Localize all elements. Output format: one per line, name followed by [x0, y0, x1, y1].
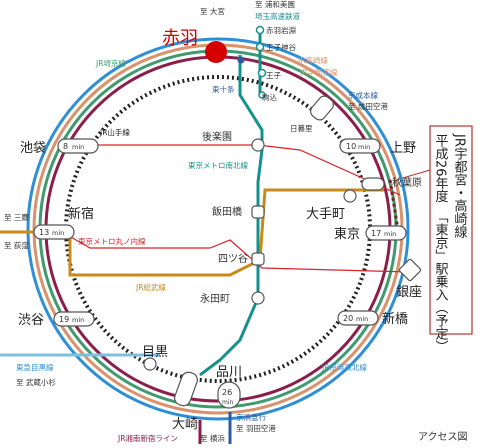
otemachi-label: 大手町 — [306, 207, 345, 222]
marunouchi-label: 東京メトロ丸ノ内線 — [78, 236, 146, 246]
shinjuku-minutes: 13 — [39, 228, 49, 237]
osaki-marker — [174, 371, 198, 407]
to-mitaka: 至 三鷹 — [4, 212, 29, 222]
ginza-marker — [398, 258, 422, 282]
shinagawa-minutes-badge — [217, 381, 241, 409]
oji-marker — [257, 68, 267, 78]
iidabashi-label: 飯田橋 — [212, 205, 242, 218]
iidabashi-marker — [251, 205, 265, 219]
shimbashi-minutes-badge — [337, 310, 379, 326]
through-service-dash — [388, 179, 400, 231]
shimbashi-label: 新橋 — [382, 311, 408, 327]
akabane-marker — [205, 41, 227, 63]
callout-frame — [429, 125, 473, 335]
map-title: アクセス図 — [418, 431, 468, 443]
ikebukuro-minutes-badge — [57, 138, 99, 154]
callout-line3: 「東京」駅乗入（予定） — [433, 210, 449, 353]
callout-line1: 平成26年度 — [433, 134, 449, 203]
oji-kamiya-marker — [255, 42, 265, 52]
shibuya-minutes: 19 — [59, 315, 69, 324]
yotsuya-marker — [251, 252, 265, 266]
meguro-label: 目黒 — [142, 345, 168, 360]
to-musashi-kosugi: 至 武蔵小杉 — [16, 377, 56, 387]
to-yokohama: 至 横浜 — [200, 433, 225, 443]
shimbashi-min-unit: min — [356, 315, 368, 323]
shinjuku-min-unit: min — [52, 229, 64, 237]
komagome-label: 駒込 — [262, 92, 277, 102]
to-omiya: 至 大宮 — [200, 6, 225, 16]
to-urawa-misono: 至 浦和美園 — [255, 0, 295, 9]
ginza-label: 銀座 — [396, 285, 422, 300]
takasaki-label: JR高崎線 — [297, 55, 328, 65]
utsunomiya-label: JR宇都宮線 — [299, 67, 338, 77]
ueno-minutes-badge — [339, 138, 381, 154]
shonan-shinjuku-label: JR湘南新宿ライン — [117, 433, 178, 443]
ueno-label: 上野 — [390, 141, 416, 156]
keihin-tohoku-label: JR京浜東北線 — [321, 362, 367, 372]
keihin-tohoku-ring — [26, 37, 410, 421]
marunouchi-north — [62, 144, 401, 196]
keikyu-label: 京浜急行 — [236, 412, 266, 422]
higashi-jujo-label: 東十条 — [212, 84, 235, 94]
shibuya-label: 渋谷 — [18, 313, 44, 328]
osaki-label: 大崎 — [172, 417, 198, 432]
namboku-label: 東京メトロ南北線 — [188, 160, 248, 170]
saikyo-label: JR埼京線 — [95, 58, 126, 68]
ikebukuro-min-unit: min — [72, 143, 84, 151]
tokyo-minutes: 17 — [371, 229, 381, 238]
sobu-label: JR総武線 — [135, 282, 166, 292]
otemachi-marker — [343, 189, 357, 203]
tokyo-minutes-badge — [365, 225, 407, 241]
akabane-iwabuchi-label: 赤羽岩淵 — [266, 25, 296, 35]
saitama-railway-label: 埼玉高速鉄道 — [255, 11, 300, 21]
tokyo-label: 東京 — [334, 226, 360, 242]
akihabara-marker — [361, 177, 385, 191]
tokyo-min-unit: min — [384, 230, 396, 238]
to-ogikubo: 至 荻窪 — [4, 240, 29, 250]
akihabara-label: 秋葉原 — [392, 176, 422, 189]
ikebukuro-label: 池袋 — [20, 141, 46, 156]
to-haneda: 至 羽田空港 — [236, 423, 276, 433]
shinjuku-minutes-badge — [33, 224, 75, 240]
komagome-marker — [258, 91, 266, 99]
higashi-jujo-marker — [237, 56, 245, 64]
nippori-marker — [310, 95, 334, 121]
yotsuya-label: 四ツ谷 — [218, 253, 248, 265]
shibuya-minutes-badge — [53, 311, 95, 327]
shinjuku-label: 新宿 — [68, 206, 94, 222]
meguro-marker — [143, 357, 157, 371]
marunouchi-line — [61, 231, 411, 273]
nagatacho-label: 永田町 — [200, 292, 230, 305]
shimbashi-minutes: 20 — [343, 314, 353, 323]
shinagawa-min-unit: min — [222, 399, 234, 406]
nippori-label: 日暮里 — [290, 123, 313, 133]
shinagawa-label: 品川 — [216, 365, 242, 380]
ueno-min-unit: min — [358, 143, 370, 151]
callout-line2: JR宇都宮・高崎線 — [452, 133, 468, 238]
ueno-minutes: 10 — [346, 142, 356, 151]
korakuen-label: 後楽園 — [202, 130, 232, 143]
yamanote-loop — [64, 75, 372, 383]
shibuya-min-unit: min — [72, 316, 84, 324]
ikebukuro-minutes: 8 — [63, 142, 68, 151]
korakuen-marker — [251, 138, 265, 152]
akabane-iwabuchi-marker — [255, 25, 265, 35]
akabane-label: 赤羽 — [162, 28, 198, 49]
nagatacho-marker — [251, 291, 265, 305]
namboku-line-south — [199, 297, 260, 377]
to-narita: 至 成田空港 — [348, 101, 388, 111]
tokyo-through-service-callout: 平成26年度 JR宇都宮・高崎線 「東京」駅乗入（予定） — [395, 125, 473, 353]
tokyu-meguro-label: 東急目黒線 — [16, 362, 54, 372]
oji-label: 王子 — [266, 71, 281, 80]
oji-kamiya-label: 王子神谷 — [266, 42, 296, 52]
shinagawa-minutes: 26 — [222, 388, 232, 397]
yamanote-label: JR山手線 — [99, 127, 130, 137]
keisei-label: 京成本線 — [348, 90, 378, 100]
